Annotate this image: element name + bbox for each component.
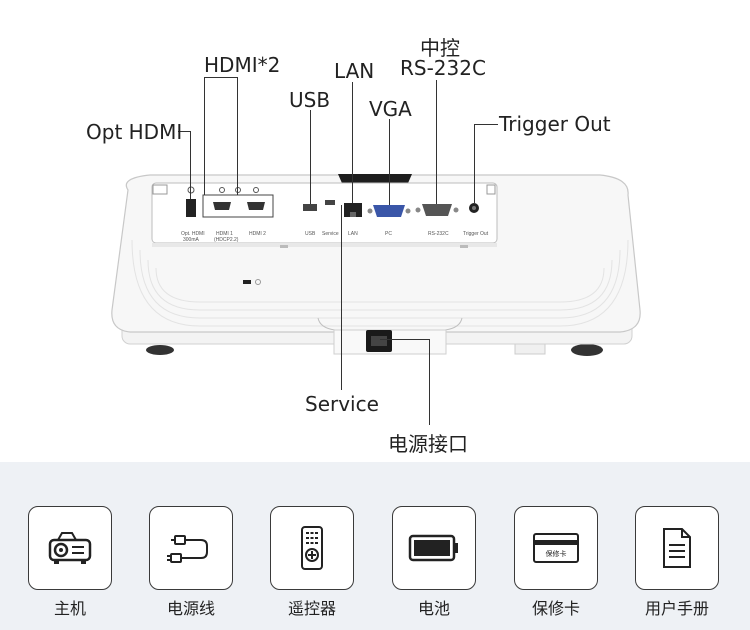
leader-rs232-v	[436, 80, 437, 204]
leader-trigger-h	[474, 124, 498, 125]
leader-lan-v	[352, 82, 353, 203]
accessory-battery	[392, 506, 476, 590]
warranty-card-icon: 保修卡	[533, 533, 579, 563]
battery-icon	[408, 534, 458, 562]
leader-trigger-v	[474, 124, 475, 203]
panel-label-opt-hdmi-1: Opt. HDMI	[181, 231, 205, 237]
leader-service-v	[341, 205, 342, 390]
panel-label-hdmi1-1: HDMI 1	[216, 231, 233, 237]
accessory-projector	[28, 506, 112, 590]
leader-hdmi-v1	[204, 77, 205, 195]
callout-hdmi2: HDMI*2	[204, 53, 281, 77]
remote-control-icon	[301, 526, 323, 570]
accessory-warranty-card: 保修卡	[514, 506, 598, 590]
leader-opt-hdmi-h	[178, 131, 191, 132]
projector-icon	[48, 532, 92, 564]
callout-usb: USB	[289, 88, 331, 112]
panel-label-hdmi2: HDMI 2	[249, 231, 266, 237]
accessory-label-battery: 电池	[417, 599, 450, 618]
leader-opt-hdmi-v	[190, 131, 191, 199]
leader-hdmi-v2	[237, 77, 238, 195]
callout-opt-hdmi: Opt HDMI	[86, 120, 183, 144]
callout-power: 电源接口	[388, 432, 468, 456]
callout-rs232-line2: RS-232C	[400, 56, 486, 80]
panel-label-trigger-out: Trigger Out	[463, 231, 489, 237]
power-cable-icon	[167, 535, 208, 563]
product-diagram: Opt. HDMI 300mA HDMI 1 (HDCP2.2) HDMI 2 …	[86, 36, 641, 456]
panel-label-usb: USB	[305, 231, 316, 237]
leader-vga-v	[389, 119, 390, 205]
warranty-card-text: 保修卡	[545, 550, 567, 558]
callout-vga: VGA	[369, 97, 412, 121]
leader-power-v	[429, 339, 430, 425]
leader-usb-v	[310, 110, 311, 204]
callout-lan: LAN	[334, 59, 375, 83]
leader-hdmi-bracket	[204, 77, 238, 78]
accessory-label-power-cable: 电源线	[166, 599, 215, 618]
panel-label-hdmi1-2: (HDCP2.2)	[214, 237, 239, 243]
accessory-label-projector: 主机	[53, 599, 86, 618]
accessory-label-user-manual: 用户手册	[644, 599, 709, 618]
warranty-card-stripe	[535, 540, 577, 545]
accessory-label-remote: 遥控器	[287, 599, 336, 618]
callout-service: Service	[305, 392, 379, 416]
callout-rs232-line1: 中控	[420, 36, 460, 60]
user-manual-icon	[663, 528, 691, 568]
projector-rear-illustration: Opt. HDMI 300mA HDMI 1 (HDCP2.2) HDMI 2 …	[111, 174, 641, 356]
panel-label-service: Service	[322, 231, 339, 237]
accessory-user-manual	[635, 506, 719, 590]
accessory-power-cable	[149, 506, 233, 590]
accessories-section: 主机 电源线 遥控器	[0, 462, 750, 630]
panel-label-pc: PC	[385, 231, 392, 237]
panel-label-lan: LAN	[348, 231, 358, 237]
leader-power-h	[380, 339, 430, 340]
accessory-label-warranty-card: 保修卡	[531, 599, 580, 618]
panel-label-rs232c: RS-232C	[428, 231, 449, 237]
callout-trigger-out: Trigger Out	[499, 112, 611, 136]
panel-label-opt-hdmi-2: 300mA	[183, 237, 200, 243]
accessory-remote	[270, 506, 354, 590]
